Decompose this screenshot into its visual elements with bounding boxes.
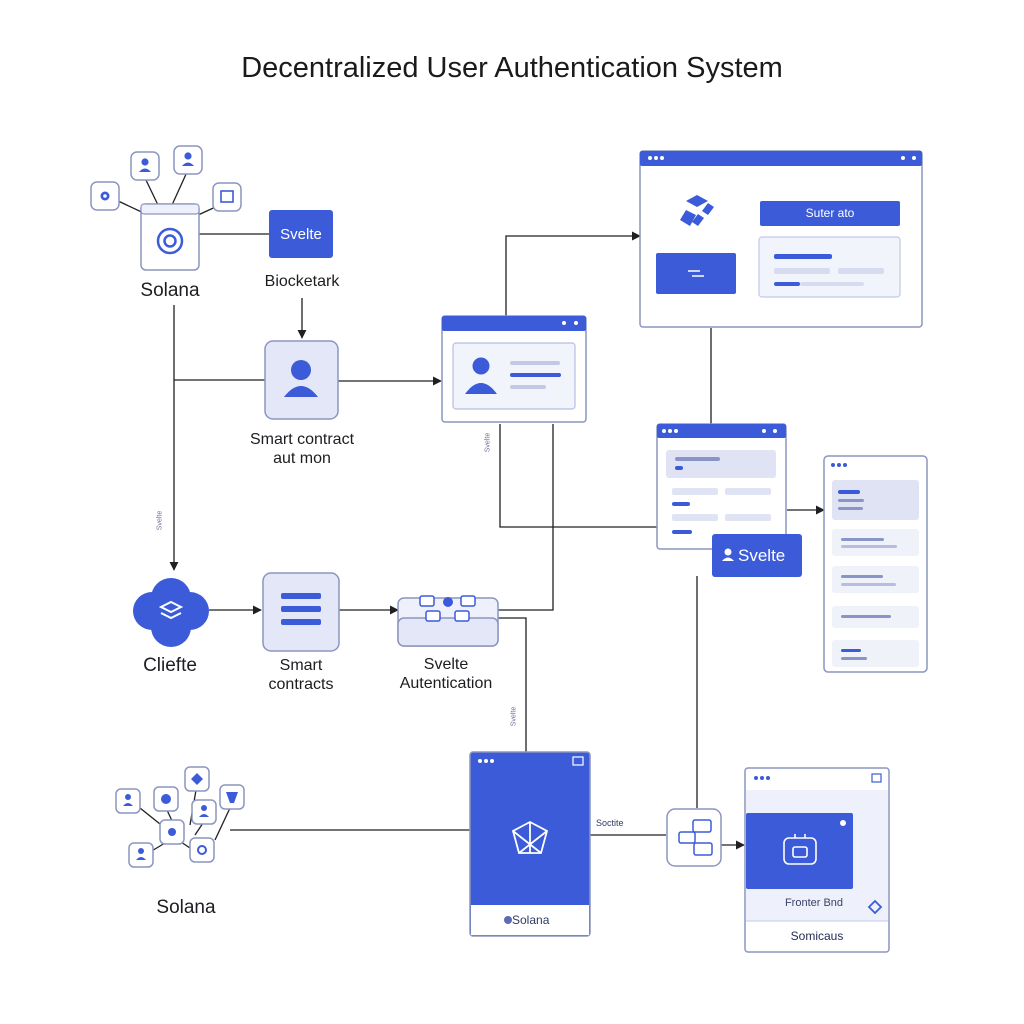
user-icon [173,145,203,175]
connector-arrow [505,231,641,316]
solana-top-label: Solana [140,280,200,301]
frontend-label: Fronter Bnd [784,897,844,909]
connector-line [144,177,159,206]
top-right-button[interactable]: Suter ato [805,206,855,220]
layers-icon [158,600,184,620]
svelte-auth-node [397,595,499,647]
svelte-auth-label-2: Autentication [399,675,493,692]
connector-line [498,424,554,611]
smart-contract-label-1: Smart contract [249,431,355,448]
solana-top-node [140,203,200,271]
user-icon [115,788,141,814]
user-icon [130,151,160,181]
user-icon [128,842,154,868]
smart-contracts-node [262,572,340,652]
clielte-node [133,578,209,647]
svelte-badge-bg [712,534,802,577]
solana-icon [504,916,512,924]
gear-icon [189,837,215,863]
user-icon [191,799,217,825]
svelte-top-button[interactable]: Svelte [280,226,322,243]
window-icon [212,182,242,212]
cube-logo-icon [680,195,714,226]
solana-blue-card [469,751,591,937]
diagram-title: Decentralized User Authentication System [241,52,783,84]
clielte-label: Cliefte [143,655,197,676]
mid-window [656,423,787,550]
connector-label-vertical-left: Svelte [156,510,164,531]
blocketark-label: Biocketark [264,273,340,290]
solana-bottom-label: Solana [156,897,216,918]
smart-contract-node [264,340,339,420]
top-icon-cluster [90,145,242,212]
top-right-window [639,150,923,328]
right-list-window [823,455,928,673]
user-icon [472,357,490,375]
user-icon [291,360,311,380]
connector-line [498,617,527,752]
svelte-badge[interactable]: Svelte [738,546,786,565]
profile-window [441,315,587,423]
connector-line [499,424,657,528]
bottom-icon-cluster [115,766,245,868]
flow-icon-box [666,808,722,867]
connector-line [173,305,265,381]
list-icon [281,593,321,599]
connector-label-soctite: Soctite [596,818,624,828]
connector-label-vertical-lower: Svelte [510,706,518,727]
connector-line [171,171,188,206]
smart-contracts-label-1: Smart [279,657,323,674]
svelte-auth-label-1: Svelte [423,656,469,673]
solana-icon [156,227,184,255]
hexagon-logo-icon [511,820,549,854]
user-icon [724,548,732,556]
smart-contract-label-2: aut mon [273,450,331,467]
bottom-card-label: Somicaus [790,929,844,943]
smart-contracts-label-2: contracts [268,676,334,693]
frontend-card [744,767,890,953]
connector-line [214,807,231,841]
svelte-top-button-bg [269,210,333,258]
connector-label-vertical-mid: Svelte [484,432,492,453]
network-icon [419,595,476,622]
diamond-icon [867,899,883,915]
solana-card-label: Solana [512,913,550,927]
briefcase-icon [783,834,817,865]
